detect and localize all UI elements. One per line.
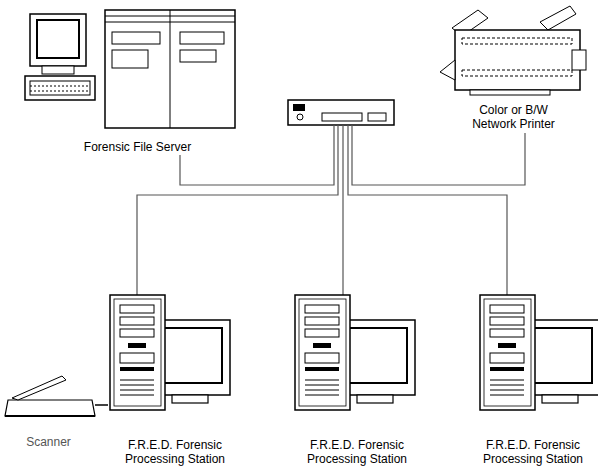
device-node: Scanner xyxy=(2,378,95,450)
device-label: Forensic File Server xyxy=(82,141,193,155)
device-node: Color or B/W Network Printer xyxy=(432,2,595,132)
device-node: F.R.E.D. Forensic Processing Station xyxy=(466,290,598,467)
device-label: F.R.E.D. Forensic Processing Station xyxy=(291,439,423,467)
device-node: Forensic File Server xyxy=(20,5,255,155)
device-node: F.R.E.D. Forensic Processing Station xyxy=(108,290,242,467)
device-node: F.R.E.D. Forensic Processing Station xyxy=(290,290,424,467)
device-label: F.R.E.D. Forensic Processing Station xyxy=(467,439,598,467)
device-label: F.R.E.D. Forensic Processing Station xyxy=(109,439,241,467)
device-label: Scanner xyxy=(24,436,73,450)
cable-connector xyxy=(95,404,108,406)
device-label: Color or B/W Network Printer xyxy=(456,104,572,132)
